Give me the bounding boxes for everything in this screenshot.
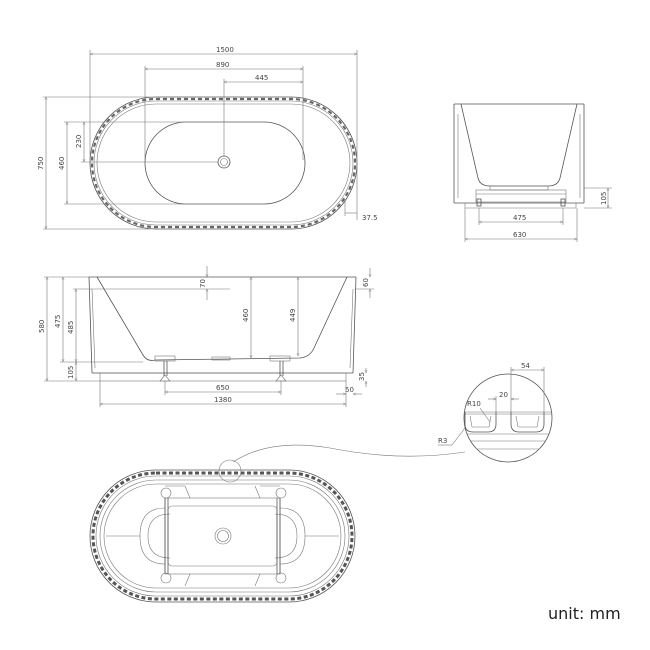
radius-large-label: R10 — [467, 400, 481, 408]
bottom-scalloped-rim — [91, 471, 354, 601]
bottom-foot-2 — [275, 487, 287, 499]
bottom-foot-4 — [275, 572, 287, 584]
plinth — [99, 372, 347, 382]
scallop-left — [464, 412, 497, 433]
dim-plinth-offset: 50 — [345, 386, 354, 394]
dim-side-foot-spacing: 650 — [216, 384, 229, 392]
dim-scallop-pitch: 54 — [521, 362, 530, 370]
dim-drain-offset-x: 445 — [255, 74, 268, 82]
support-frame — [475, 189, 567, 203]
dim-end-base-height: 105 — [600, 192, 608, 205]
dim-end-foot-spacing: 475 — [513, 214, 526, 222]
dim-overall-length: 1500 — [216, 46, 234, 54]
inner-basin — [144, 121, 306, 205]
detail-marker-circle — [218, 459, 242, 483]
dim-base-length: 1380 — [214, 396, 232, 404]
detail-leader-line — [232, 444, 466, 463]
dim-depth-center: 460 — [242, 309, 250, 322]
dim-basin-width: 460 — [58, 157, 66, 170]
drain-icon — [217, 155, 231, 169]
end-basin-profile — [460, 103, 578, 187]
bottom-view — [89, 459, 356, 603]
scalloped-rim — [90, 97, 357, 229]
top-view: 1500 890 445 750 460 230 37.5 — [37, 46, 378, 229]
dim-overall-width: 750 — [37, 157, 45, 170]
bottom-foot-1 — [160, 487, 172, 499]
side-view: 580 475 485 105 70 460 449 60 35 50 — [38, 266, 374, 407]
dim-plinth-height: 35 — [358, 372, 366, 381]
dim-rim-height: 60 — [362, 278, 370, 287]
detail-circle — [463, 373, 553, 463]
bottom-frame — [164, 497, 281, 575]
bottom-foot-3 — [160, 572, 172, 584]
side-foot-right — [275, 374, 287, 382]
unit-label: unit: mm — [548, 604, 621, 623]
end-view: 475 630 105 — [453, 103, 612, 242]
foot-right — [560, 198, 566, 207]
dim-inner-height: 475 — [54, 315, 62, 328]
bottom-outer-outline — [89, 469, 356, 603]
dim-overflow-depth: 70 — [199, 279, 207, 288]
foot-left — [476, 198, 482, 207]
detail-view: 54 20 R10 R3 — [232, 362, 553, 463]
side-foot-left — [159, 374, 171, 382]
dim-side-base-height: 105 — [67, 366, 75, 379]
dim-scallop-gap: 20 — [499, 391, 508, 399]
dim-overflow-height: 485 — [67, 321, 75, 334]
dim-overall-height: 580 — [38, 320, 46, 333]
dim-end-base-width: 630 — [513, 231, 526, 239]
dim-depth-right: 449 — [289, 309, 297, 322]
bottom-drain-icon — [214, 527, 232, 545]
tub-outer-outline — [89, 96, 358, 230]
radius-small-label: R3 — [438, 437, 447, 445]
dim-drain-offset-y: 230 — [75, 135, 83, 148]
dim-rim-thickness: 37.5 — [362, 214, 378, 222]
side-basin-profile — [96, 276, 348, 361]
scallop-right — [510, 412, 545, 433]
dim-basin-length: 890 — [216, 61, 229, 69]
